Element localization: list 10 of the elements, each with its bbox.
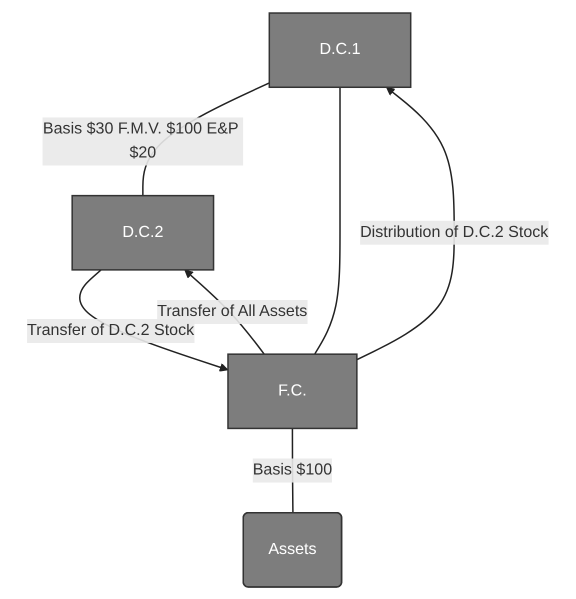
edge-label: Basis $100 bbox=[253, 461, 332, 478]
edge-label: Transfer of All Assets bbox=[157, 302, 308, 320]
node-box: F.C. bbox=[228, 352, 358, 429]
edge-label: Basis $30 F.M.V. $100 E&P $20 bbox=[43, 120, 239, 162]
node-box: D.C.1 bbox=[268, 12, 412, 88]
edge-label: Distribution of D.C.2 Stock bbox=[360, 223, 549, 240]
edge-label: Transfer of D.C.2 Stock bbox=[27, 321, 194, 339]
node-box: D.C.2 bbox=[72, 194, 215, 270]
connector bbox=[314, 86, 342, 354]
arrow bbox=[356, 86, 456, 360]
